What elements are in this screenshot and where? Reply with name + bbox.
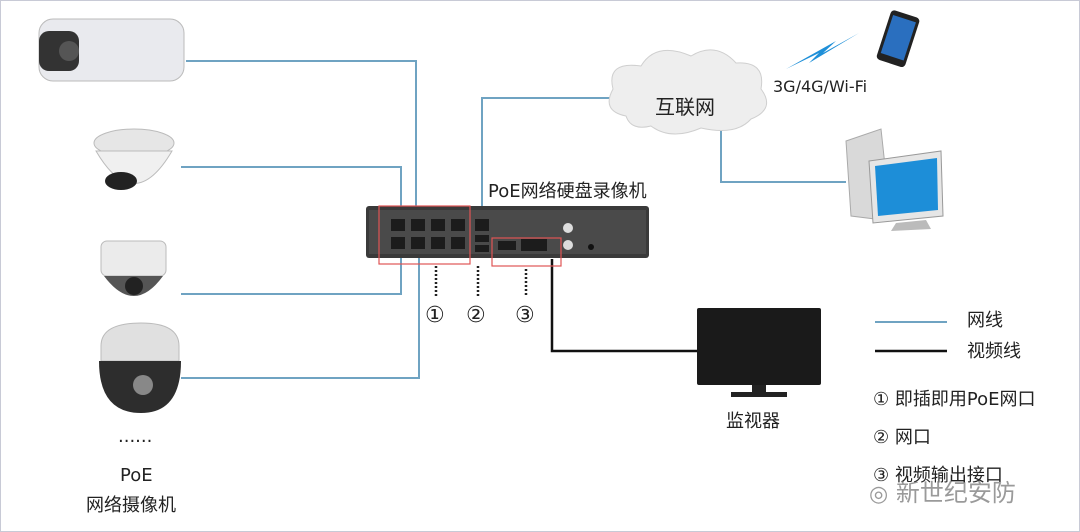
nvr-device-icon <box>366 206 649 258</box>
marker-1: ① <box>425 303 445 328</box>
cable-camera-1 <box>186 60 417 223</box>
turret-camera-icon <box>93 128 175 190</box>
monitor-label: 监视器 <box>726 411 780 432</box>
bullet-camera-icon <box>38 18 185 82</box>
marker-leaders <box>434 266 528 296</box>
legend-network-cable: 网线 <box>967 310 1003 331</box>
dome-camera-icon <box>100 240 167 296</box>
legend-item-1: ① 即插即用PoE网口 <box>873 389 1036 410</box>
cable-internet-pc <box>720 119 846 183</box>
marker-2: ② <box>466 303 486 328</box>
nvr-label: PoE网络硬盘录像机 <box>488 181 647 202</box>
more-cameras-ellipsis: ...... <box>118 426 153 447</box>
cable-camera-2 <box>181 166 402 223</box>
network-cables <box>181 60 846 379</box>
wechat-icon: ◎ <box>869 482 889 507</box>
monitor-icon <box>697 308 821 397</box>
legend-item-2: ② 网口 <box>873 427 931 448</box>
camera-label-line2: 网络摄像机 <box>86 495 176 516</box>
camera-label-line1: PoE <box>120 465 153 486</box>
smartphone-icon <box>876 10 920 68</box>
marker-3: ③ <box>515 303 535 328</box>
mobile-network-label: 3G/4G/Wi-Fi <box>773 77 868 96</box>
ptz-camera-icon <box>99 322 181 413</box>
cable-camera-4 <box>181 253 420 379</box>
desktop-pc-icon <box>845 128 944 231</box>
watermark: ◎ 新世纪安防 <box>869 479 1016 507</box>
cloud-icon <box>608 49 768 135</box>
highlight-boxes <box>378 205 562 267</box>
legend-item-3: ③ 视频输出接口 <box>873 465 1003 486</box>
legend-video-cable: 视频线 <box>967 341 1021 362</box>
video-cable <box>550 259 698 353</box>
cable-nvr-internet <box>481 97 626 223</box>
wireless-signal-icon <box>786 33 859 69</box>
cable-camera-3 <box>181 253 402 295</box>
internet-label: 互联网 <box>655 95 715 119</box>
